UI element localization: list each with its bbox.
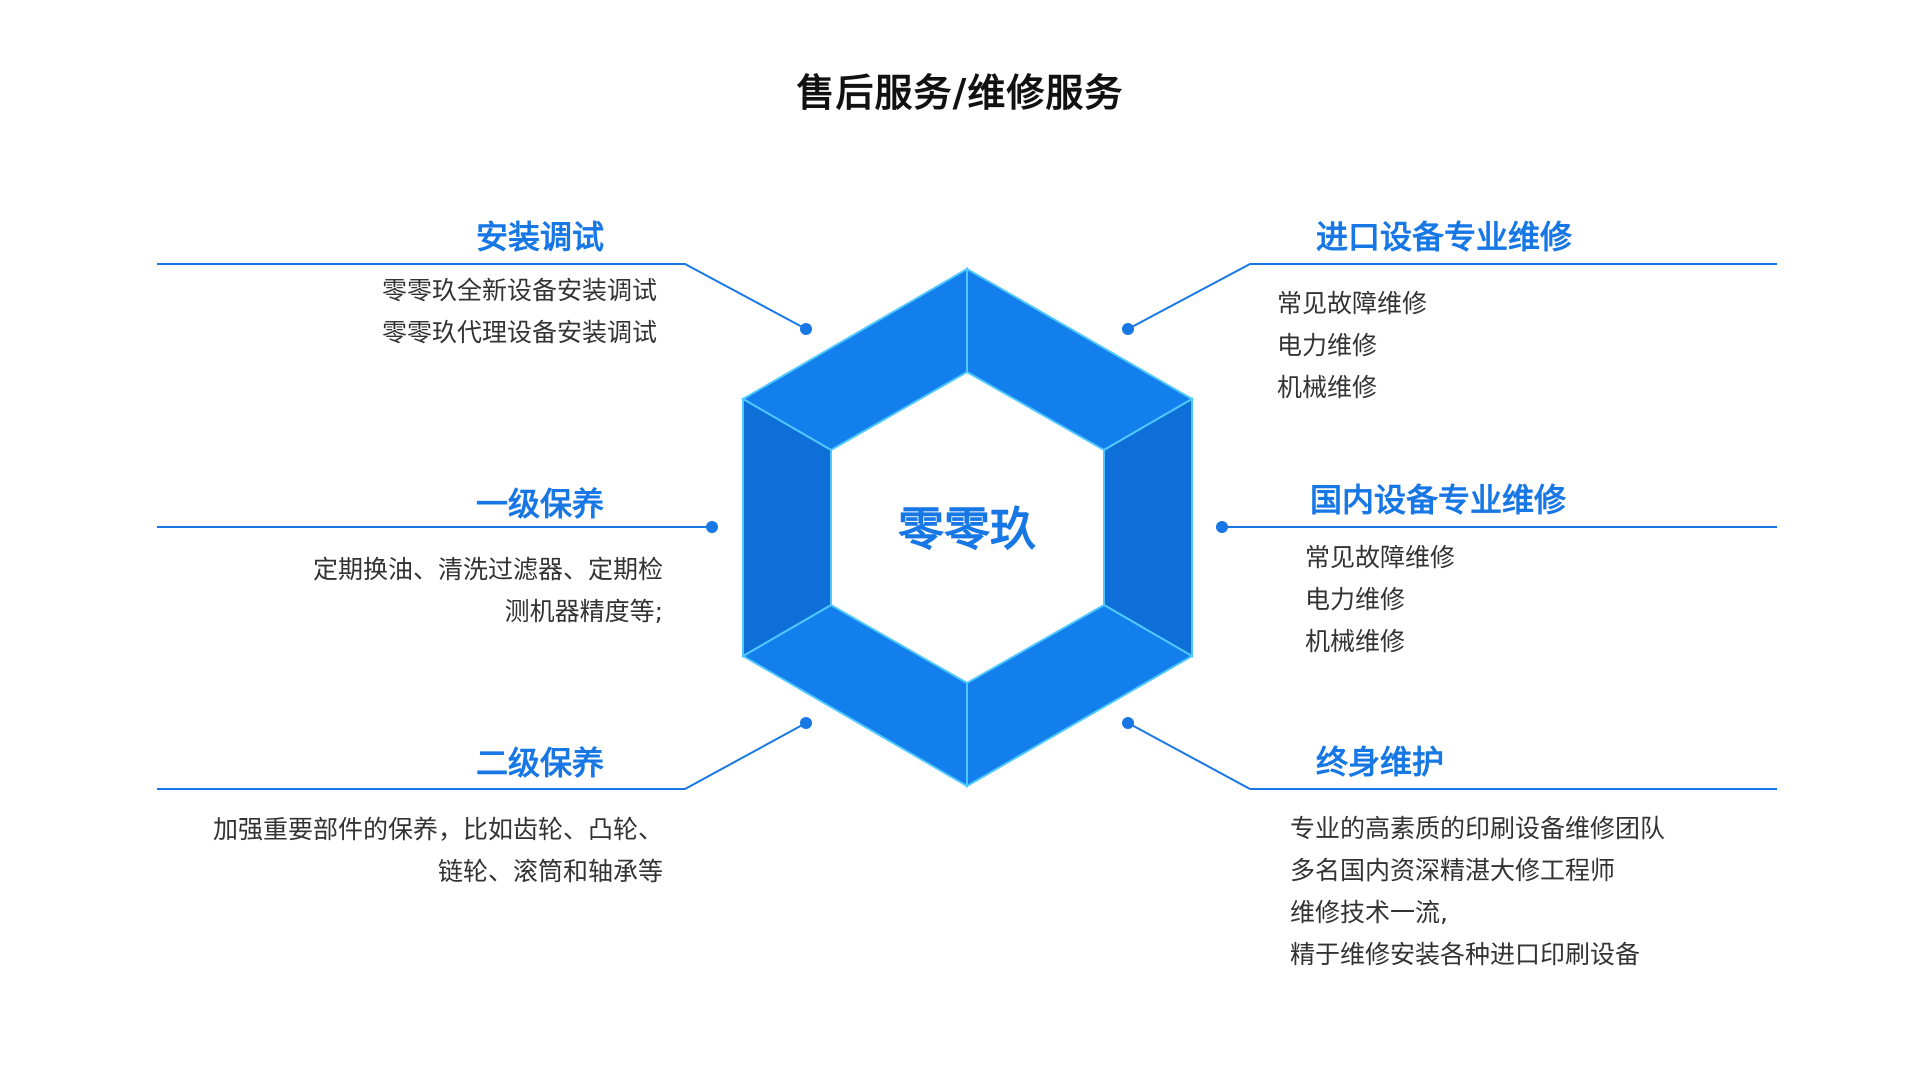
page-title: 售后服务/维修服务: [796, 71, 1124, 115]
desc-line: 常见故障维修: [1277, 289, 1428, 318]
desc-line: 电力维修: [1277, 331, 1378, 360]
heading-level2-maintenance: 二级保养: [475, 744, 604, 782]
desc-import-repair: 常见故障维修 电力维修 机械维修: [1277, 283, 1427, 409]
heading-domestic-repair: 国内设备专业维修: [1310, 481, 1567, 519]
desc-line: 专业的高素质的印刷设备维修团队: [1290, 814, 1666, 843]
desc-line: 机械维修: [1277, 373, 1378, 402]
desc-line: 维修技术一流,: [1290, 898, 1448, 927]
desc-level2-maintenance: 加强重要部件的保养，比如齿轮、凸轮、 链轮、滚筒和轴承等: [213, 809, 663, 893]
desc-line: 多名国内资深精湛大修工程师: [1290, 856, 1616, 885]
desc-line: 测机器精度等;: [504, 597, 663, 626]
connector-level2: [157, 717, 812, 790]
desc-line: 机械维修: [1305, 627, 1406, 656]
desc-lifetime-maintenance: 专业的高素质的印刷设备维修团队 多名国内资深精湛大修工程师 维修技术一流, 精于…: [1290, 808, 1665, 976]
desc-level1-maintenance: 定期换油、清洗过滤器、定期检 测机器精度等;: [313, 549, 663, 633]
desc-line: 加强重要部件的保养，比如齿轮、凸轮、: [212, 815, 663, 844]
hex-face-left: [742, 397, 832, 658]
heading-import-repair: 进口设备专业维修: [1316, 218, 1573, 256]
connector-domestic-repair: [1216, 521, 1777, 533]
desc-line: 精于维修安装各种进口印刷设备: [1290, 940, 1641, 969]
desc-line: 零零玖全新设备安装调试: [381, 276, 657, 305]
desc-line: 电力维修: [1305, 585, 1406, 614]
desc-install: 零零玖全新设备安装调试 零零玖代理设备安装调试: [382, 270, 657, 354]
desc-line: 零零玖代理设备安装调试: [381, 318, 657, 347]
hexagon-ring: [741, 267, 1194, 788]
connector-install: [157, 263, 812, 335]
connector-lifetime: [1122, 717, 1777, 790]
desc-line: 定期换油、清洗过滤器、定期检: [312, 555, 663, 584]
desc-line: 常见故障维修: [1305, 543, 1456, 572]
connector-import-repair: [1122, 263, 1777, 335]
center-label: 零零玖: [898, 502, 1036, 556]
heading-lifetime-maintenance: 终身维护: [1316, 743, 1445, 781]
heading-level1-maintenance: 一级保养: [475, 485, 604, 523]
connector-level1: [157, 521, 718, 533]
desc-line: 链轮、滚筒和轴承等: [437, 857, 663, 886]
desc-domestic-repair: 常见故障维修 电力维修 机械维修: [1305, 537, 1455, 663]
heading-install: 安装调试: [475, 218, 604, 256]
